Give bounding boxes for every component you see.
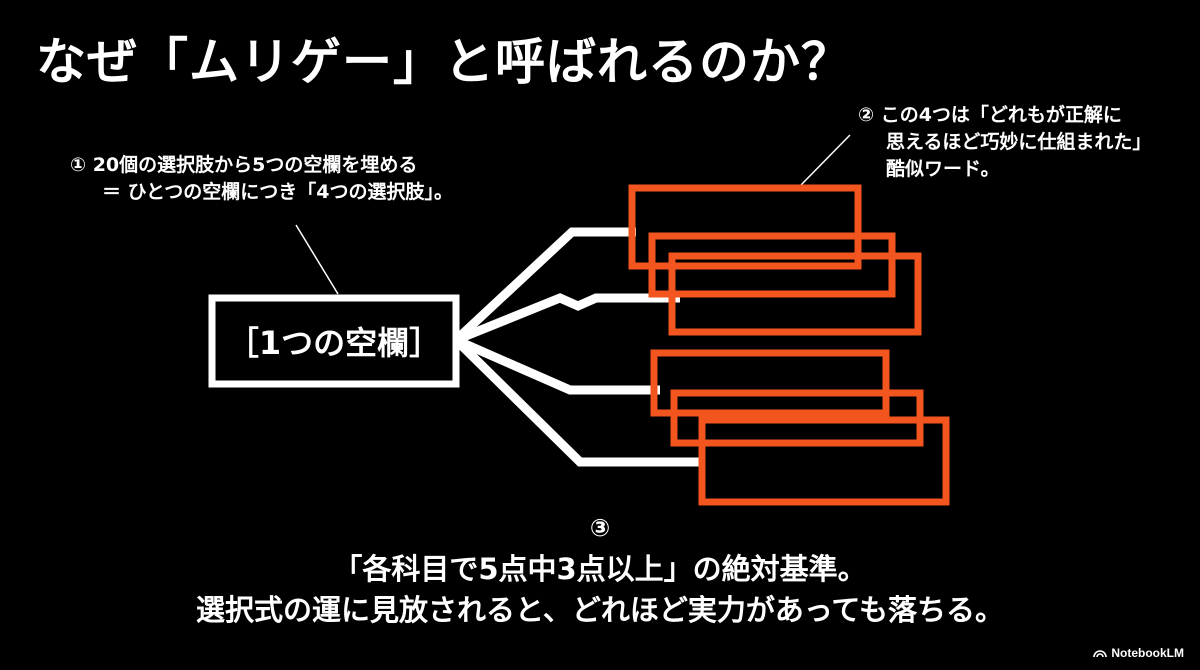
upper-choice-group (628, 184, 922, 336)
note-1-line-2: ＝ ひとつの空欄につき「4つの選択肢」。 (102, 181, 454, 203)
note-3-number: ③ (589, 514, 611, 542)
branch-2 (454, 293, 680, 345)
note-1-line-1: ① 20個の選択肢から5つの空欄を埋める (70, 154, 418, 176)
choice-box-4 (650, 349, 890, 417)
choice-box-6 (698, 416, 950, 506)
branch-lines (452, 227, 705, 467)
branch-3 (454, 335, 660, 395)
branch-1 (452, 227, 636, 344)
slide-title: なぜ「ムリゲー」と呼ばれるのか？ (36, 33, 852, 91)
note-2-line-2: 思えるほど巧妙に仕組まれた」 (886, 131, 1152, 153)
leader-line-note1 (295, 224, 339, 295)
leader-line-note2 (799, 134, 851, 187)
note-3-line-2: 選択式の運に見放されると、どれほど実力があっても落ちる。 (196, 593, 1004, 627)
choice-box-3 (668, 252, 922, 336)
choice-box-2 (648, 232, 896, 298)
note-3-line-1: 「各科目で5点中3点以上」の絶対基準。 (333, 552, 867, 586)
notebooklm-logo: NotebookLM (1093, 646, 1184, 660)
note-3: ③ 「各科目で5点中3点以上」の絶対基準。 選択式の運に見放されると、どれほど実… (0, 513, 1200, 631)
note-2-line-3: 酷似ワード。 (886, 158, 1000, 180)
choice-box-1 (628, 184, 862, 270)
lower-choice-group (650, 349, 950, 506)
blank-box-label: ［1つの空欄］ (226, 324, 442, 362)
note-1: ① 20個の選択肢から5つの空欄を埋める ＝ ひとつの空欄につき「4つの選択肢」… (70, 152, 453, 206)
note-2: ② この4つは「どれもが正解に 思えるほど巧妙に仕組まれた」 酷似ワード。 (858, 102, 1151, 183)
logo-text: NotebookLM (1111, 646, 1184, 660)
note-2-line-1: ② この4つは「どれもが正解に (858, 104, 1122, 126)
branch-4 (452, 336, 705, 467)
notebooklm-icon (1093, 650, 1108, 658)
